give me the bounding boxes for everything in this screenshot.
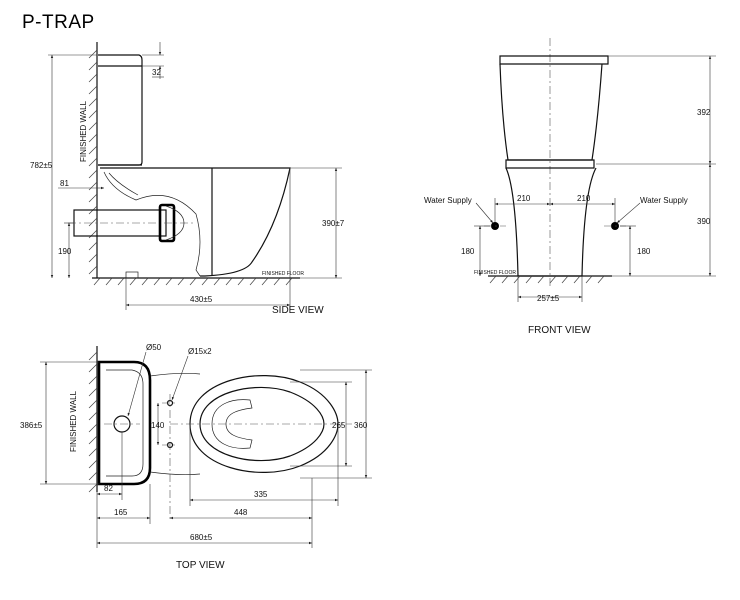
side-dim-lid: 32	[152, 68, 161, 77]
top-tank	[97, 360, 152, 486]
front-water-supply-right-label: Water Supply	[640, 196, 688, 205]
side-dim-total-height: 782±5	[30, 161, 53, 170]
side-tank	[98, 54, 143, 166]
side-view: 32 782±5 81 190 390±7 430±5 FINISHED FLO…	[30, 42, 345, 316]
front-view-title: FRONT VIEW	[528, 325, 591, 336]
side-bowl	[100, 167, 291, 277]
top-dim-bowl-outer: 360	[354, 421, 368, 430]
side-view-title: SIDE VIEW	[272, 305, 324, 316]
water-supply-points	[475, 202, 641, 230]
front-dim-supply-left: 210	[517, 194, 531, 203]
side-floor	[92, 277, 300, 286]
top-view: Ø50 Ø15x2 140 386±5 265 360 82 165 448 3…	[20, 343, 372, 571]
side-wall	[88, 42, 98, 278]
side-dim-wall-offset: 81	[60, 179, 69, 188]
top-dim-165: 165	[114, 508, 128, 517]
top-dim-bowl-inner: 265	[332, 421, 346, 430]
side-dim-depth: 430±5	[190, 295, 213, 304]
side-outlet-pipe	[68, 203, 196, 243]
top-dim-fixing-holes: Ø15x2	[188, 347, 212, 356]
front-dim-tank-height: 392	[697, 108, 711, 117]
side-finished-wall-label: FINISHED WALL	[79, 100, 88, 162]
side-finished-floor-label: FINISHED FLOOR	[262, 271, 304, 277]
top-dim-fixing-spacing: 140	[151, 421, 165, 430]
front-dim-supply-height-right: 180	[637, 247, 651, 256]
top-fixing-holes	[162, 394, 178, 520]
front-view: Water Supply Water Supply 210 210 180 18…	[424, 38, 716, 336]
front-dim-base-width: 257±5	[537, 294, 560, 303]
front-tank	[499, 55, 609, 161]
top-dim-335: 335	[254, 490, 268, 499]
top-dim-448: 448	[234, 508, 248, 517]
top-dimensions	[40, 351, 372, 548]
side-dimensions	[48, 42, 342, 310]
top-finished-wall-label: FINISHED WALL	[69, 390, 78, 452]
top-wall	[88, 346, 98, 493]
front-bowl	[505, 159, 597, 277]
front-finished-floor-label: FINISHED FLOOR	[474, 270, 516, 276]
top-dim-width: 386±5	[20, 421, 43, 430]
top-body-outline	[149, 372, 201, 476]
front-dim-supply-right: 210	[577, 194, 591, 203]
floor-flange	[125, 271, 139, 279]
side-dim-outlet-height: 190	[58, 247, 72, 256]
top-dim-total-length: 680±5	[190, 533, 213, 542]
top-dim-outlet-dia: Ø50	[146, 343, 162, 352]
top-dim-outlet-offset: 82	[104, 484, 113, 493]
front-dim-supply-height-left: 180	[461, 247, 475, 256]
front-dim-bowl-height: 390	[697, 217, 711, 226]
front-floor	[488, 275, 612, 284]
top-bowl	[170, 375, 352, 473]
front-dimensions	[474, 55, 716, 302]
top-view-title: TOP VIEW	[176, 560, 225, 571]
side-dim-seat-height: 390±7	[322, 219, 345, 228]
page-title: P-TRAP	[22, 12, 95, 33]
front-water-supply-left-label: Water Supply	[424, 196, 472, 205]
